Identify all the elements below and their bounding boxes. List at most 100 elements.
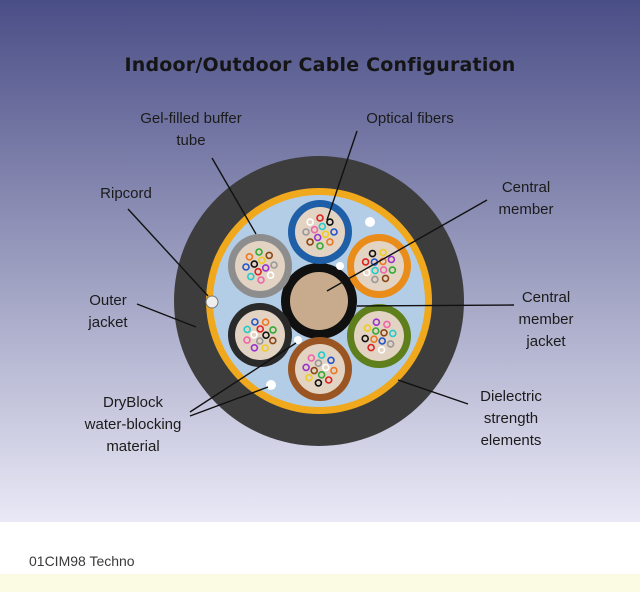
optical-fiber [361,258,370,266]
optical-fiber [262,331,270,340]
optical-fiber [254,267,262,276]
optical-fiber [268,336,277,345]
optical-fiber [307,354,316,362]
label-line: Outer [89,292,127,309]
optical-fiber [313,233,322,242]
ripcord [205,295,219,309]
optical-fiber [261,318,270,327]
leader-gel-tube [211,157,257,235]
optical-fiber [242,263,250,271]
optical-fiber [305,373,313,382]
leader-central-member-jacket [356,304,515,307]
image-credit: 01CIM98 Techno [29,553,135,569]
label-line: strength [483,410,539,427]
optical-fiber [317,351,326,359]
leader-outer-jacket [136,303,197,328]
label-line: Gel-filled buffer [140,110,242,127]
diagram-title: Indoor/Outdoor Cable Configuration [124,54,516,76]
optical-fiber [371,266,379,275]
leader-dryblock-1 [189,342,297,413]
cable-diagram [0,0,640,522]
buffer-tube-orange [347,234,411,298]
leader-dielectric [397,379,469,405]
optical-fiber [243,325,251,334]
optical-fiber [251,318,259,326]
optical-fiber [261,264,270,272]
optical-fiber [321,230,330,239]
optical-fiber [316,242,324,250]
buffer-tubes [228,200,411,401]
buffer-tube-gel [354,311,404,361]
leader-central-member [326,199,488,292]
central-member [290,272,348,330]
optical-fiber [247,272,255,281]
buffer-tube-gel [354,241,404,291]
optical-fiber [330,228,338,236]
optical-fiber [388,266,397,274]
optical-fiber [388,329,397,338]
optical-fiber [250,343,259,352]
optical-fiber [317,370,326,379]
label-line: tube [176,132,206,149]
label-dryblock-material: DryBlock water-blocking material [70,392,196,458]
label-line: Central [501,179,551,196]
optical-fiber [318,222,327,231]
buffer-tube-brown [288,337,352,401]
leader-optical-fibers [326,130,358,221]
label-outer-jacket: Outer jacket [76,290,140,334]
optical-fiber [256,325,265,333]
label-central-member: Central member [476,177,576,221]
optical-fiber [330,366,338,375]
label-line: DryBlock [102,394,163,411]
optical-fiber [378,337,387,345]
label-dielectric-strength-elements: Dielectric strength elements [462,386,560,452]
label-line: Optical fibers [366,110,454,127]
optical-fiber [269,326,277,334]
optical-fiber [361,334,370,343]
label-line: Dielectric [480,388,542,405]
optical-fiber [363,324,372,332]
optical-fiber [362,268,371,277]
leader-lines [127,130,515,417]
buffer-tube-gray [228,234,292,298]
optical-fiber [306,218,314,226]
optical-fiber [270,261,278,269]
optical-fiber [371,327,380,335]
buffer-tube-gel [295,344,345,394]
optical-fiber [314,359,323,368]
optical-fiber [266,271,275,280]
optical-fiber [367,343,375,352]
optical-fiber [370,335,378,344]
optical-fiber [245,252,254,261]
bottom-band [0,574,640,592]
label-line: material [106,438,160,455]
optical-fiber [321,363,330,372]
buffer-tube-black [228,303,292,367]
label-gel-filled-buffer-tube: Gel-filled buffer tube [122,108,260,152]
optical-fiber [265,251,274,260]
optical-fiber [250,330,258,339]
optical-fiber [306,238,314,246]
optical-fiber [368,249,377,258]
label-central-member-jacket: Central member jacket [504,287,588,353]
optical-fiber [257,276,265,284]
label-line: Ripcord [100,185,152,202]
optical-fiber [316,214,324,222]
label-line: jacket [526,333,566,350]
optical-fiber [258,256,266,265]
optical-fiber [250,260,259,268]
optical-fiber [261,344,269,352]
optical-fiber [380,328,388,337]
optical-fiber [243,336,251,344]
optical-fiber [310,225,319,234]
optical-fiber [314,379,323,387]
label-line: jacket [88,314,128,331]
label-line: Central [521,289,571,306]
buffer-tube-gel [235,310,285,360]
optical-fiber [310,366,319,375]
optical-fiber [255,337,264,345]
buffer-tube-blue [288,200,352,264]
optical-fiber [255,248,263,256]
water-blocking-yarns [266,217,375,390]
